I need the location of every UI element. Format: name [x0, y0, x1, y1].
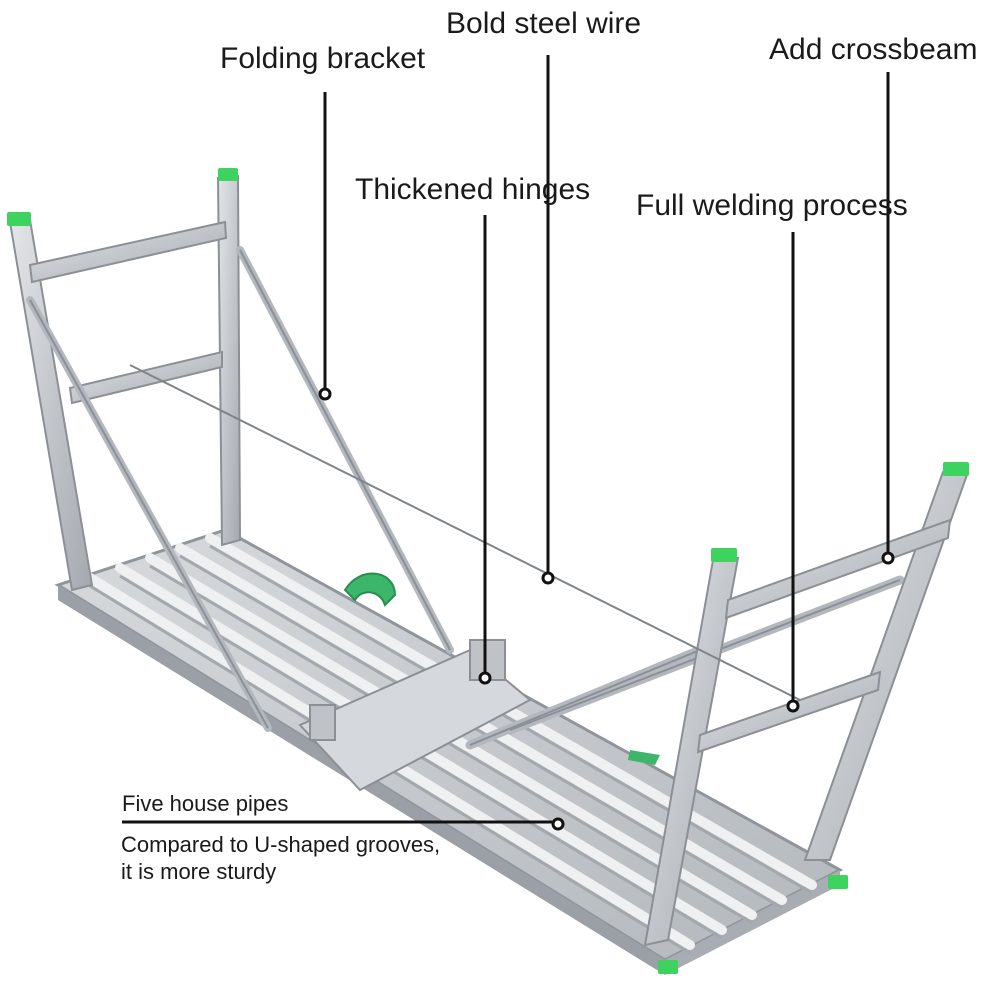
- right-foot-caps: [658, 462, 969, 974]
- steel-wire: [129, 364, 801, 701]
- callout-bold-steel-wire: Bold steel wire: [446, 7, 642, 40]
- callout-add-crossbeam: Add crossbeam: [769, 33, 978, 66]
- right-leg-frame: [643, 471, 970, 947]
- callout-thickened-hinges: Thickened hinges: [355, 173, 591, 206]
- callout-full-welding-process: Full welding process: [636, 189, 908, 222]
- left-foot-caps: [7, 168, 238, 226]
- callout-leaders: [122, 55, 895, 831]
- callout-comparison-line-1: Compared to U-shaped grooves,: [121, 832, 441, 857]
- green-strap: [343, 572, 397, 607]
- callout-comparison-line-2: it is more sturdy: [121, 859, 277, 884]
- callout-five-house-pipes: Five house pipes: [122, 791, 289, 816]
- left-leg-frame: [8, 174, 242, 592]
- callout-folding-bracket: Folding bracket: [220, 42, 426, 75]
